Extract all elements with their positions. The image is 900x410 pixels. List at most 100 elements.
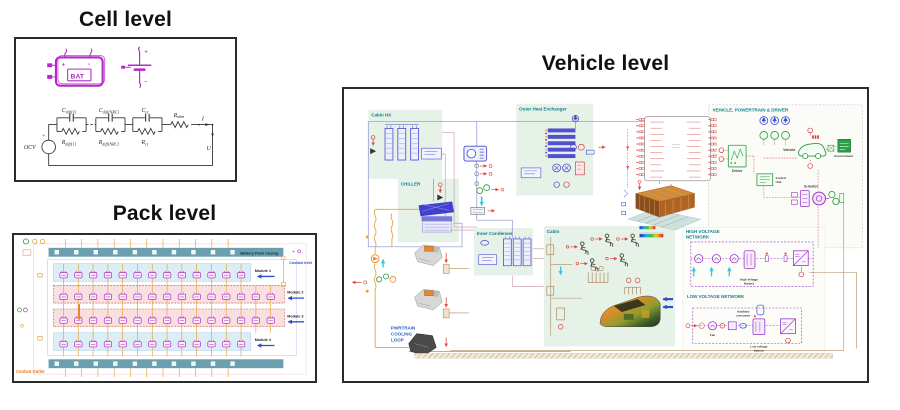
module-4-row: Module 4 [53, 333, 275, 357]
label-rdiff1: Rdiff[1] [61, 140, 77, 146]
environment-label: Environment [834, 154, 853, 158]
lv-network: Fan Auxiliary consumer Low voltage batte… [685, 304, 802, 353]
coolant-valve-cluster [351, 258, 397, 285]
pwrtrain-label-3: LOOP [391, 338, 404, 343]
pack-diagram: Battery Pack Casing Module 1 Module 2 Mo… [16, 238, 313, 378]
inner-condenser-unit [478, 236, 532, 267]
hv-network-label-2: NETWORK [686, 234, 710, 239]
sym-minus: - [144, 79, 146, 86]
hv-network-label-1: HIGH VOLTAGE [686, 229, 720, 234]
environment-block: Environment [834, 139, 853, 158]
cabin-hx-unit [370, 124, 442, 161]
label-cct: Cct [142, 108, 150, 114]
label-ocv: OCV [24, 145, 37, 151]
pack-corner-icons [22, 238, 46, 256]
label-rdiffn: Rdiff[NRC] [98, 140, 120, 146]
aux-consumer-label-2: consumer [736, 314, 751, 318]
battery-cell-symbol-icon: + - [121, 46, 152, 89]
cell-level-panel: BAT + - + - [14, 37, 237, 182]
ocv-plus: + [42, 134, 45, 139]
signal-bus-connector [636, 116, 717, 191]
cell-level-title: Cell level [78, 8, 173, 31]
lv-battery-label-2: battery [754, 349, 764, 353]
vehicle-level-title: Vehicle level [541, 52, 670, 75]
label-current: I [201, 117, 205, 123]
label-rct: Rct [141, 140, 149, 146]
top-coolant-ticks [65, 238, 229, 248]
bat-label: BAT [71, 73, 85, 80]
vehicle-level-panel: Cabin HX CHILLER Outer Heat Exchanger In… [342, 87, 869, 383]
compressor-unit [463, 145, 488, 162]
module-3-label: Module 3 [287, 314, 303, 318]
coolant-inlet-group: Coolant Inlet + [281, 249, 313, 287]
module-4-label: Module 4 [255, 338, 272, 342]
fan-label: Fan [710, 333, 715, 337]
emotor-label: E-motor [804, 185, 818, 189]
emotor-block: E-motor [791, 185, 845, 207]
hv-battery-label-1: High Voltage [740, 277, 758, 281]
hv-battery-label-2: Battery [744, 282, 754, 286]
battery-pack-3d-image [621, 185, 702, 238]
label-rohm: Rohm [173, 113, 185, 119]
pack-level-panel: Battery Pack Casing Module 1 Module 2 Mo… [12, 233, 317, 383]
aux-consumer-label-1: Auxiliary [737, 309, 750, 313]
sym-plus: + [144, 50, 147, 56]
coolant-inlet-label: Coolant Inlet [289, 261, 312, 265]
control-unit-label-2: Unit [776, 180, 782, 184]
pack-left-glyphs [17, 273, 82, 341]
coolant-loop-lines [365, 208, 421, 348]
cell-diagram: BAT + - + - [24, 46, 214, 166]
bottom-coolant-ticks [65, 368, 229, 378]
red-flow-arrowhead-1 [626, 146, 630, 151]
lv-network-label: LOW VOLTAGE NETWORK [687, 294, 745, 299]
control-unit-block: Control Unit [756, 173, 787, 187]
vpd-sources [759, 116, 790, 146]
coolant-pump [370, 254, 380, 264]
label-cdiff1: Cdiff[1] [62, 108, 77, 114]
pack-level-title: Pack level [112, 202, 217, 225]
label-cdiffn: Cdiff[NRC] [99, 108, 120, 114]
hv-network: High Voltage Battery [690, 241, 814, 287]
chiller-label: CHILLER [401, 182, 421, 187]
module-2-row: Module 2 [53, 285, 305, 309]
bat-plus: + [62, 63, 66, 69]
module-3-row: Module 3 [53, 309, 305, 333]
duct-brown-lines [449, 200, 857, 351]
cabin-label: Cabin [547, 229, 560, 234]
cabin-colorbar [639, 225, 656, 230]
red-flow-arrowhead-2 [626, 165, 630, 170]
module-2-label: Module 2 [287, 291, 303, 295]
pwrtrain-label-2: COOLING [391, 332, 413, 337]
edrive-components [408, 244, 450, 356]
cabin-water-lines [442, 132, 544, 287]
vehicle-block-label: Vehicle [783, 148, 795, 152]
pwrtrain-label-1: PWRTRAIN [391, 326, 415, 331]
vpd-label: VEHICLE, POWERTRAIN & DRIVER [713, 108, 790, 113]
battery-pack-casing-bar-bottom [48, 359, 284, 369]
control-unit-label-1: Control [776, 176, 787, 180]
label-voltage: U [207, 146, 212, 152]
lv-battery-label-1: Low voltage [750, 344, 767, 348]
vehicle-diagram: Cabin HX CHILLER Outer Heat Exchanger In… [351, 103, 863, 359]
chiller-unit [418, 182, 455, 233]
module-1-row: Module 1 [53, 264, 275, 288]
outer-hx-unit [520, 114, 606, 188]
bottom-hatch-strip [414, 353, 834, 359]
battery-pack-casing-bar-top: Battery Pack Casing [48, 247, 284, 257]
driver-label: Driver [732, 169, 743, 173]
vehicle-block: Vehicle [783, 127, 835, 169]
cabin-duct-components [546, 244, 641, 330]
casing-label: Battery Pack Casing [240, 251, 279, 256]
thermal-car-image [599, 295, 674, 327]
pack-terminal-plus: + [292, 249, 295, 254]
cabin-region [543, 226, 676, 347]
cabin-passengers [565, 233, 639, 272]
refrigerant-column-components [470, 163, 505, 215]
coolant-outlet-label: Coolant Outlet [16, 369, 45, 374]
inner-condenser-label: Inner Condenser [477, 231, 513, 236]
outer-hx-label: Outer Heat Exchanger [519, 107, 567, 112]
cabin-hx-label: Cabin HX [371, 113, 391, 118]
driver-block: Driver [718, 144, 747, 173]
equivalent-circuit: + [41, 113, 214, 166]
